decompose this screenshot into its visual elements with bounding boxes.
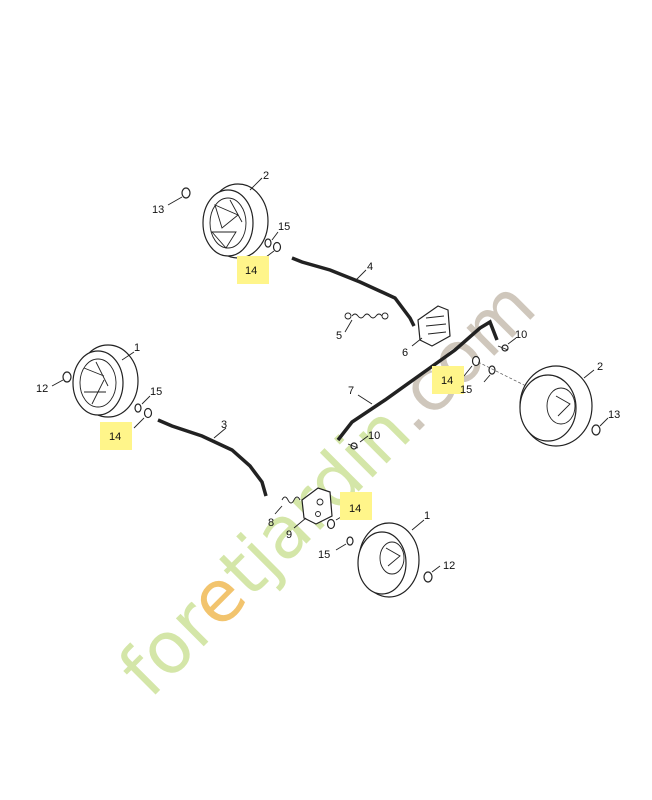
label-1-left: 1 — [134, 342, 140, 354]
highlight-14-top — [237, 256, 269, 284]
label-9: 9 — [286, 529, 292, 541]
label-15-right: 15 — [460, 384, 472, 396]
bushing-14-right — [471, 355, 481, 367]
label-14-right: 14 — [441, 375, 453, 387]
axle-rod-4 — [291, 256, 416, 327]
rear-right-wheel — [519, 365, 595, 447]
highlight-14-right — [432, 366, 464, 394]
highlight-14-lower — [340, 492, 372, 520]
height-bracket-9 — [293, 487, 333, 529]
watermark: foretjardin.com — [103, 263, 552, 712]
label-5: 5 — [336, 330, 342, 342]
washer-15-left — [134, 403, 142, 413]
bushing-14-lower — [326, 518, 336, 530]
label-6: 6 — [402, 347, 408, 359]
washer-12-left — [62, 371, 72, 383]
spring-8 — [274, 496, 301, 515]
watermark-text: foretjardin.com — [103, 263, 552, 712]
front-left-wheel — [72, 344, 139, 418]
washer-15-lower — [346, 536, 354, 546]
rear-left-wheel — [202, 183, 269, 259]
label-14-top: 14 — [245, 265, 257, 277]
washer-12-right — [423, 571, 433, 583]
height-bracket-6 — [411, 305, 451, 347]
label-1-right: 1 — [424, 510, 430, 522]
label-2-top: 2 — [263, 170, 269, 182]
label-3: 3 — [221, 419, 227, 431]
axle-rod-3 — [157, 418, 268, 497]
highlight-14-left — [100, 422, 132, 450]
label-10-lower: 10 — [368, 430, 380, 442]
washer-13-right — [591, 424, 601, 436]
washer-15-top — [264, 238, 272, 248]
bushing-14-top — [272, 241, 282, 253]
label-2-right: 2 — [597, 361, 603, 373]
label-14-lower: 14 — [349, 503, 361, 515]
bushing-14-left — [143, 407, 153, 419]
label-13-right: 13 — [608, 409, 620, 421]
bolt-10-right — [497, 337, 517, 352]
label-13-top: 13 — [152, 204, 164, 216]
label-15-left: 15 — [150, 386, 162, 398]
front-right-wheel — [357, 519, 425, 598]
label-7: 7 — [348, 385, 354, 397]
label-15-top: 15 — [278, 221, 290, 233]
label-12-left: 12 — [36, 383, 48, 395]
bolt-10-lower — [347, 435, 369, 450]
label-15-lower: 15 — [318, 549, 330, 561]
label-12-right: 12 — [443, 560, 455, 572]
label-10-right: 10 — [515, 329, 527, 341]
label-4: 4 — [367, 261, 373, 273]
washer-13-top — [181, 187, 191, 199]
label-8: 8 — [268, 517, 274, 529]
height-lever-7 — [336, 319, 499, 442]
washer-15-right — [488, 365, 496, 375]
spring-5 — [344, 312, 389, 333]
label-14-left: 14 — [109, 431, 121, 443]
